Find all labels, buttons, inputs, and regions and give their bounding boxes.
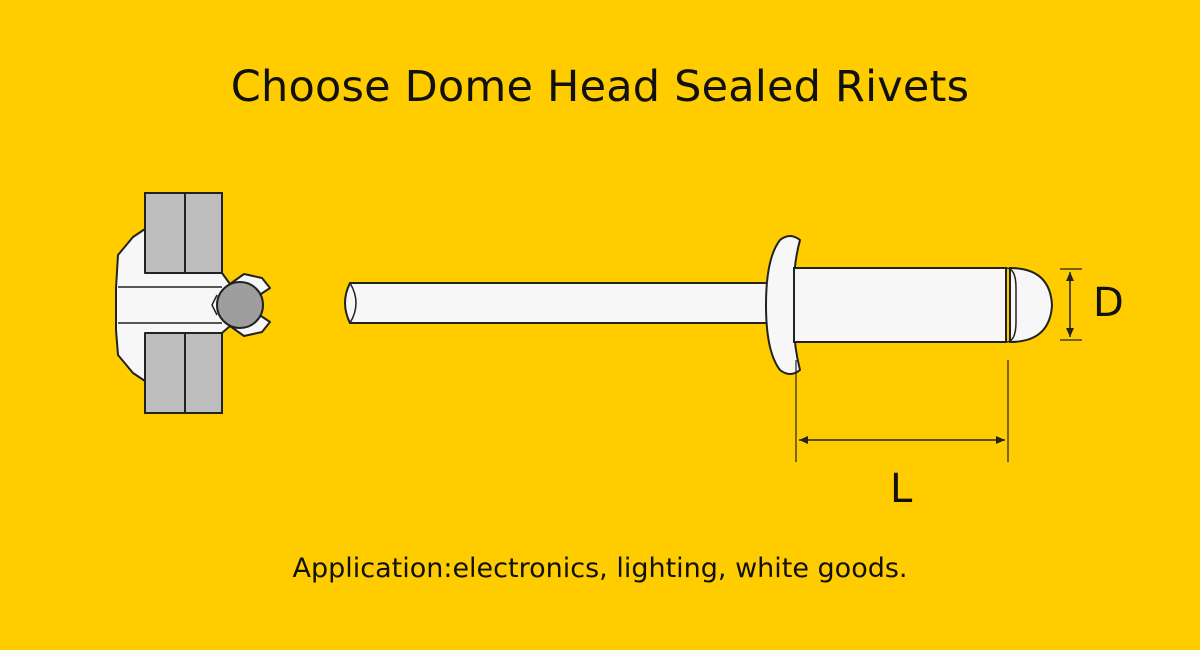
plate-upper-left <box>144 192 186 274</box>
dimension-length: L <box>795 360 1009 512</box>
rivet-sleeve <box>793 267 1007 343</box>
captured-mandrel-head <box>216 281 264 329</box>
dimension-diameter: D <box>1060 268 1124 341</box>
mandrel-stem <box>344 282 779 324</box>
plate-lower-right <box>184 332 223 414</box>
length-label: L <box>890 466 913 512</box>
diameter-label: D <box>1093 280 1124 326</box>
plate-upper-right <box>184 192 223 274</box>
installed-rivet-section <box>115 192 271 414</box>
rivet-profile <box>344 235 1054 375</box>
sealed-end-dome <box>1009 266 1054 344</box>
plate-lower-left <box>144 332 186 414</box>
page-title: Choose Dome Head Sealed Rivets <box>230 62 970 112</box>
application-caption: Application:electronics, lighting, white… <box>292 553 908 584</box>
installed-rivet-body <box>115 228 271 382</box>
